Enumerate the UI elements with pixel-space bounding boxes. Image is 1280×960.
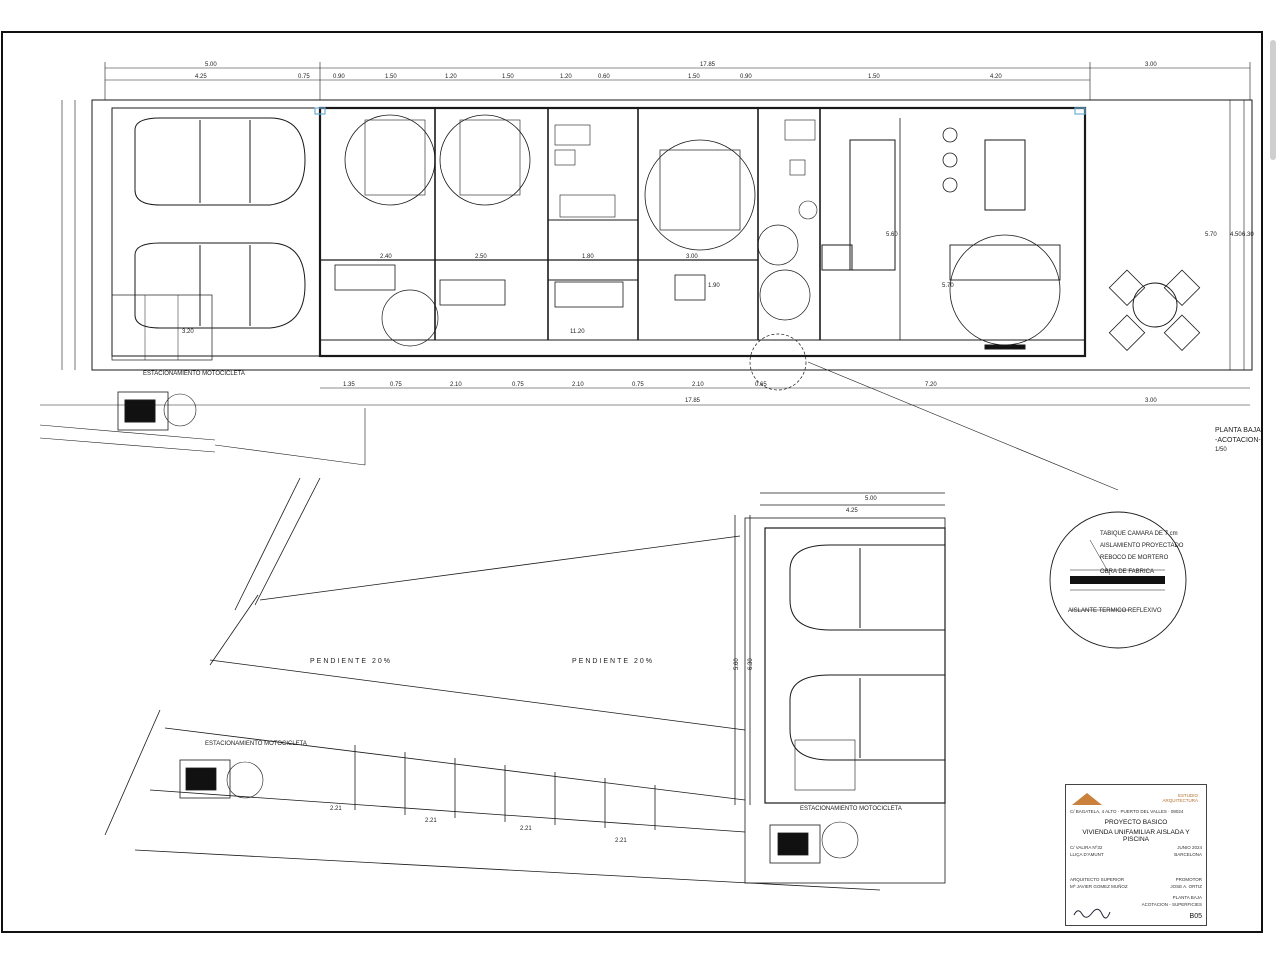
motorcycle-label: ESTACIONAMIENTO MOTOCICLETA: [205, 741, 307, 747]
dim-label: 2.10: [572, 382, 584, 388]
dim-label: 0.75: [512, 382, 524, 388]
dim-label: 5.00: [205, 62, 217, 68]
sheet-frame: [1, 31, 1263, 933]
scrollbar[interactable]: [1270, 40, 1276, 160]
lower-dims: 5.00 4.25 5.60 6.30 2.21 2.21 2.21 2.21: [330, 496, 877, 844]
plan-title: PLANTA BAJA: [1215, 427, 1261, 434]
motorcycle-label: ESTACIONAMIENTO MOTOCICLETA: [143, 371, 245, 377]
dims-top-outer: 5.00 17.85 3.00: [205, 62, 1157, 68]
motorcycle-icon: [117, 391, 197, 431]
detail-label: AISLANTE TERMICO REFLEXIVO: [1068, 608, 1162, 614]
dim-label: 6.30: [748, 658, 754, 670]
dim-label: 2.40: [380, 254, 392, 260]
plan-scale: 1/50: [1215, 447, 1227, 453]
room-dims: 2.40 2.50 1.80 3.00 1.90 3.20 5.60 5.70 …: [182, 232, 1254, 335]
dim-label: 5.60: [734, 658, 740, 670]
project-line-1: PROYECTO BASICO: [1104, 819, 1168, 826]
project-line-2: VIVIENDA UNIFAMILIAR AISLADA Y PISCINA: [1082, 829, 1190, 843]
dim-label: 5.70: [1205, 232, 1217, 238]
car-icon: [789, 544, 946, 631]
dim-label: 1.50: [385, 74, 397, 80]
plan-subtitle: -ACOTACION-: [1215, 437, 1261, 444]
dim-label: 1.80: [582, 254, 594, 260]
dim-label: 0.90: [740, 74, 752, 80]
car-icon: [789, 674, 946, 761]
architect-name: Mª JAVIER GOMEZ MUÑOZ: [1070, 884, 1128, 889]
detail-labels: TABIQUE CAMARA DE 7 cm AISLAMIENTO PROYE…: [1068, 531, 1184, 614]
company-logo-icon: [1072, 793, 1102, 805]
dim-label: 0.75: [390, 382, 402, 388]
dim-label: 1.20: [560, 74, 572, 80]
dim-label: 4.20: [990, 74, 1002, 80]
dim-label: 2.21: [615, 838, 627, 844]
dim-label: 4.50: [1230, 232, 1242, 238]
dim-label: 2.50: [475, 254, 487, 260]
dim-label: 1.20: [445, 74, 457, 80]
dim-label: 2.10: [450, 382, 462, 388]
dim-label: 2.21: [330, 806, 342, 812]
dim-label: 5.00: [865, 496, 877, 502]
architect-label: ARQUITECTO SUPERIOR: [1070, 877, 1125, 882]
dims-top-inner: 4.25 0.75 0.90 1.50 1.20 1.50 1.20 0.60 …: [195, 74, 1002, 80]
dim-label: 0.75: [632, 382, 644, 388]
slope-label: PENDIENTE 20%: [572, 658, 654, 665]
dims-bottom: 1.35 0.75 2.10 0.75 2.10 0.75 2.10 0.65 …: [343, 382, 1157, 404]
city: BARCELONA: [1174, 852, 1202, 857]
dim-label: 17.85: [685, 398, 701, 404]
sheet-title-1: PLANTA BAJA: [1172, 895, 1202, 900]
signature-icon: [1073, 908, 1111, 919]
dim-label: 2.10: [692, 382, 704, 388]
dim-label: 3.00: [1145, 62, 1157, 68]
dim-label: 5.60: [886, 232, 898, 238]
motorcycle-icon: [179, 759, 264, 799]
motorcycle-label: ESTACIONAMIENTO MOTOCICLETA: [800, 806, 902, 812]
sheet-number: B05: [1189, 913, 1202, 920]
dim-label: 2.21: [520, 826, 532, 832]
dim-label: 1.50: [502, 74, 514, 80]
dim-label: 1.50: [688, 74, 700, 80]
car-icon: [134, 117, 306, 206]
detail-label: AISLAMIENTO PROYECTADO: [1100, 543, 1184, 549]
dim-label: 0.90: [333, 74, 345, 80]
detail-label: OBRA DE FABRICA: [1100, 569, 1154, 575]
dim-label: 0.60: [598, 74, 610, 80]
dim-label: 11.20: [570, 329, 585, 335]
dim-label: 17.85: [700, 62, 716, 68]
motorcycle-icon: [769, 821, 859, 864]
dim-label: 4.25: [846, 508, 858, 514]
title-block: ESTUDIO ARQUITECTURA C/ BAGATELA, 4 ALTO…: [1065, 784, 1207, 926]
lower-plan: [104, 477, 946, 891]
dim-label: 4.25: [195, 74, 207, 80]
plan-label: PLANTA BAJA -ACOTACION- 1/50: [1215, 427, 1261, 453]
header-line: C/ BAGATELA, 4 ALTO · PUERTO DEL VALLES …: [1070, 809, 1184, 814]
slope-label: PENDIENTE 20%: [310, 658, 392, 665]
dim-label: 0.75: [298, 74, 310, 80]
upper-plan: [39, 62, 1253, 491]
dim-label: 7.20: [925, 382, 937, 388]
date: JUNIO 2024: [1177, 845, 1202, 850]
detail-label: TABIQUE CAMARA DE 7 cm: [1100, 531, 1178, 537]
sheet-title-2: ACOTACION - SUPERFICIES: [1141, 902, 1202, 907]
wall-detail: [1049, 511, 1187, 649]
company-name: ESTUDIO ARQUITECTURA: [1162, 793, 1198, 803]
dim-label: 3.20: [182, 329, 194, 335]
car-icon: [134, 242, 306, 329]
dim-label: 1.50: [868, 74, 880, 80]
address-line-1: C/ VALIRA Nº32: [1070, 845, 1103, 850]
dim-label: 3.00: [1145, 398, 1157, 404]
dim-label: 1.90: [708, 283, 720, 289]
detail-label: REBOCO DE MORTERO: [1100, 555, 1169, 561]
promoter-name: JOSE A. ORTIZ: [1170, 884, 1202, 889]
dim-label: 3.00: [686, 254, 698, 260]
dim-label: 1.35: [343, 382, 355, 388]
dim-label: 5.70: [942, 283, 954, 289]
dim-label: 0.65: [755, 382, 767, 388]
promoter-label: PROMOTOR: [1175, 877, 1202, 882]
dim-label: 6.30: [1242, 232, 1254, 238]
dim-label: 2.21: [425, 818, 437, 824]
address-line-2: LLIÇA D'AMUNT: [1070, 852, 1104, 857]
